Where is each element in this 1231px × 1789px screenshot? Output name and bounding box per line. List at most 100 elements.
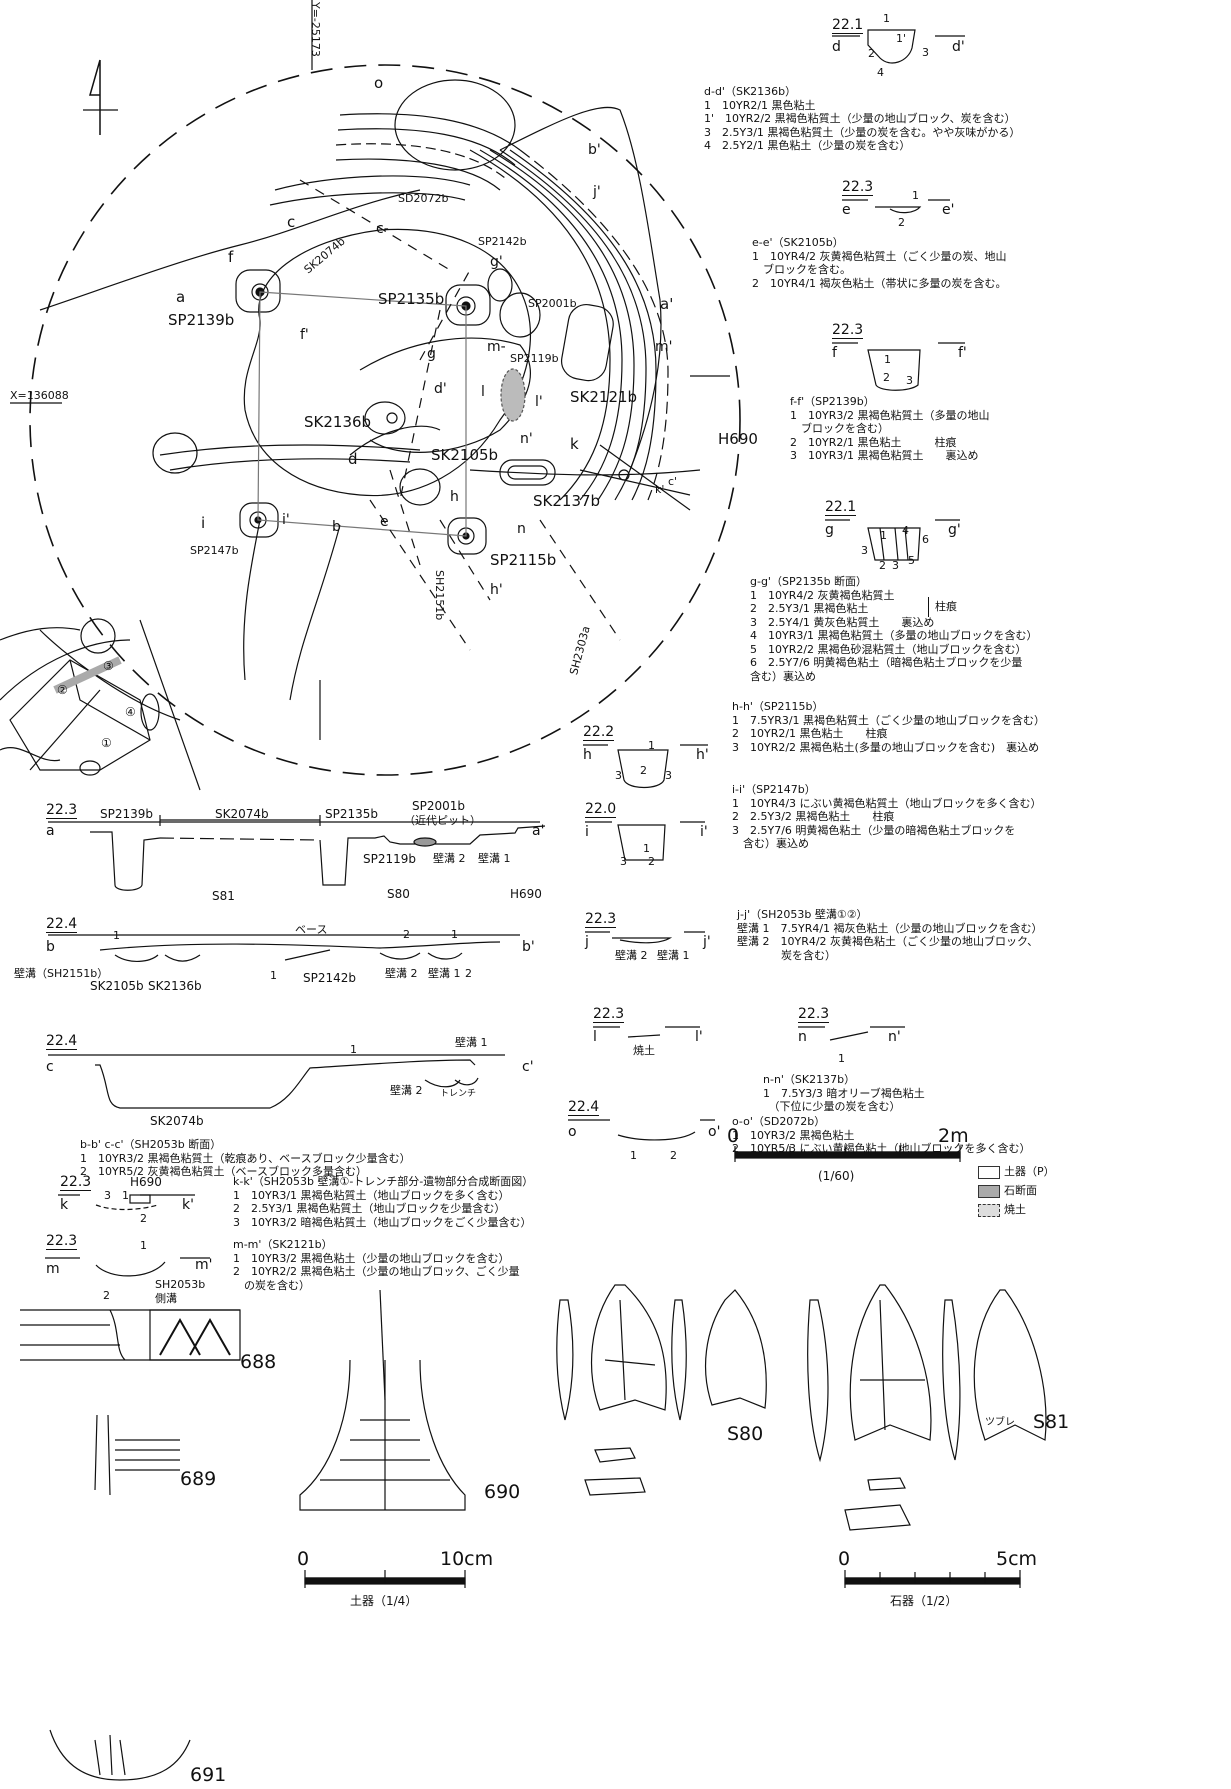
dd-n1: 1 [883, 12, 890, 25]
aa-h690: H690 [510, 887, 542, 901]
dwelling-outline [29, 64, 741, 776]
mm-label-m-prime: m' [195, 1257, 213, 1273]
ll-yakido: 焼土 [633, 1044, 655, 1057]
inset-label-3: ③ [103, 659, 114, 673]
ii-label-i-prime: i' [700, 824, 708, 840]
bb-n1c: 1 [270, 969, 277, 982]
section-gg [825, 519, 960, 561]
kk-h690: H690 [130, 1175, 162, 1189]
kk-label-k-prime: k' [182, 1197, 194, 1213]
plan-label-e: e [380, 514, 389, 530]
aa-sp2139b: SP2139b [100, 807, 154, 821]
bb-base: ベース [295, 923, 328, 936]
plan-label-sp2135b: SP2135b [378, 290, 445, 308]
hh-elevation: 22.2 [583, 724, 615, 741]
plan-label-f-prime: f' [300, 327, 309, 343]
section-nn [798, 1026, 905, 1041]
plan-label-sp2142b: SP2142b [478, 235, 527, 248]
oo-label-o-prime: o' [708, 1124, 721, 1140]
gg-elevation: 22.1 [825, 499, 857, 516]
plan-label-b-prime: b' [588, 142, 601, 158]
hh-n3b: 3 [665, 769, 672, 782]
bb-elevation: 22.4 [46, 916, 78, 933]
gg-legend: g-g'（SP2135b 断面） 1 10YR4/2 灰黄褐色粘質土 2 2.5… [750, 575, 1038, 683]
nn-elevation: 22.3 [798, 1006, 830, 1023]
plan-label-l-prime: l' [535, 394, 543, 410]
terrain-line [289, 524, 341, 701]
aa-label-a-prime: a' [532, 823, 545, 839]
kk-label-k: k [60, 1197, 69, 1213]
plan-label-h: h [450, 489, 459, 505]
ii-legend: i-i'（SP2147b） 1 10YR4/3 にぶい黄褐色粘質土（地山ブロック… [732, 783, 1042, 850]
hh-n1: 1 [648, 739, 655, 752]
main-scale-bar [734, 1146, 961, 1162]
dd-label-d: d [832, 39, 841, 55]
scale-stone [844, 1570, 1021, 1588]
jj-legend: j-j'（SH2053b 壁溝①②） 壁溝 1 7.5YR4/1 褐灰色粘土（少… [737, 908, 1043, 962]
outside-pit [152, 432, 198, 474]
artifact-s80 [556, 1284, 767, 1496]
artifact-690-label: 690 [484, 1481, 521, 1503]
ii-n1: 1 [643, 842, 650, 855]
plan-label-c-dash: c- [376, 221, 389, 237]
hh-n2: 2 [640, 764, 647, 777]
hh-label-h: h [583, 747, 592, 763]
plan-label-sh2151b: SH2151b [433, 570, 446, 621]
section-lines [299, 179, 621, 651]
artifact-689-label: 689 [180, 1468, 217, 1490]
plan-label-m: m- [487, 339, 506, 355]
artifact-689 [94, 1414, 180, 1496]
gg-label-g-prime: g' [948, 522, 961, 538]
plan-label-sd2072b: SD2072b [398, 192, 449, 205]
bb-label-b-prime: b' [522, 939, 535, 955]
scale-pottery-caption: 土器（1/4） [350, 1594, 418, 1608]
legend-stone-label: 石断面 [1004, 1184, 1037, 1197]
ll-label-l-prime: l' [695, 1029, 703, 1045]
plan-label-sk2136b: SK2136b [304, 413, 372, 431]
nn-n1: 1 [838, 1052, 845, 1065]
cc-label-c-prime: c' [522, 1059, 534, 1075]
plan-label-h-prime: h' [490, 582, 503, 598]
ll-label-l: l [593, 1029, 597, 1045]
artifact-s80-label: S80 [727, 1423, 764, 1445]
mm-legend: m-m'（SK2121b） 1 10YR3/2 黒褐色粘土（少量の地山ブロックを… [233, 1238, 520, 1292]
ee-elevation: 22.3 [842, 179, 874, 196]
artifact-s81-label: S81 [1033, 1411, 1070, 1433]
cc-n1: 1 [350, 1043, 357, 1056]
bb-kabe1: 壁溝 1 [428, 967, 461, 980]
ff-n3: 3 [906, 374, 913, 387]
nn-label-n: n [798, 1029, 807, 1045]
legend-pottery-label: 土器（P） [1004, 1165, 1055, 1178]
gg-n2: 2 [879, 559, 886, 572]
artifact-691-label: 691 [190, 1764, 227, 1786]
sk2105b-pit [399, 468, 441, 506]
ii-n2: 2 [648, 855, 655, 868]
kk-n1: 1 [122, 1189, 129, 1202]
mm-label-m: m [46, 1261, 60, 1277]
section-ff [832, 342, 965, 391]
wall-trench-lines [469, 149, 669, 501]
section-ee [842, 199, 950, 214]
ff-label-f: f [832, 345, 837, 361]
plan-label-sp2001b: SP2001b [528, 297, 577, 310]
scale-pottery-zero: 0 [297, 1548, 310, 1570]
scale-pottery-max: 10cm [440, 1548, 494, 1570]
bb-sk2105b: SK2105b [90, 979, 144, 993]
jj-label-j: j [585, 934, 589, 950]
dd-legend: d-d'（SK2136b） 1 10YR2/1 黒色粘土 1' 10YR2/2 … [704, 85, 1021, 152]
jj-kabe2: 壁溝 2 [615, 949, 648, 962]
section-hh [583, 744, 708, 789]
gg-n1: 1 [880, 529, 887, 542]
plan-label-sp2119b: SP2119b [510, 352, 559, 365]
terrain-line [169, 458, 411, 471]
aa-label-a: a [46, 823, 55, 839]
plan-label-sk2121b: SK2121b [570, 388, 638, 406]
aa-s80: S80 [387, 887, 410, 901]
plan-label-b: b [332, 519, 341, 535]
bb-n1b: 1 [451, 928, 458, 941]
ee-n2: 2 [898, 216, 905, 229]
plan-label-j-prime: j' [593, 184, 601, 200]
oo-legend: o-o'（SD2072b） 1 10YR3/2 黒褐色粘土 2 10YR5/3 … [732, 1115, 1031, 1155]
small-pit [487, 268, 513, 302]
